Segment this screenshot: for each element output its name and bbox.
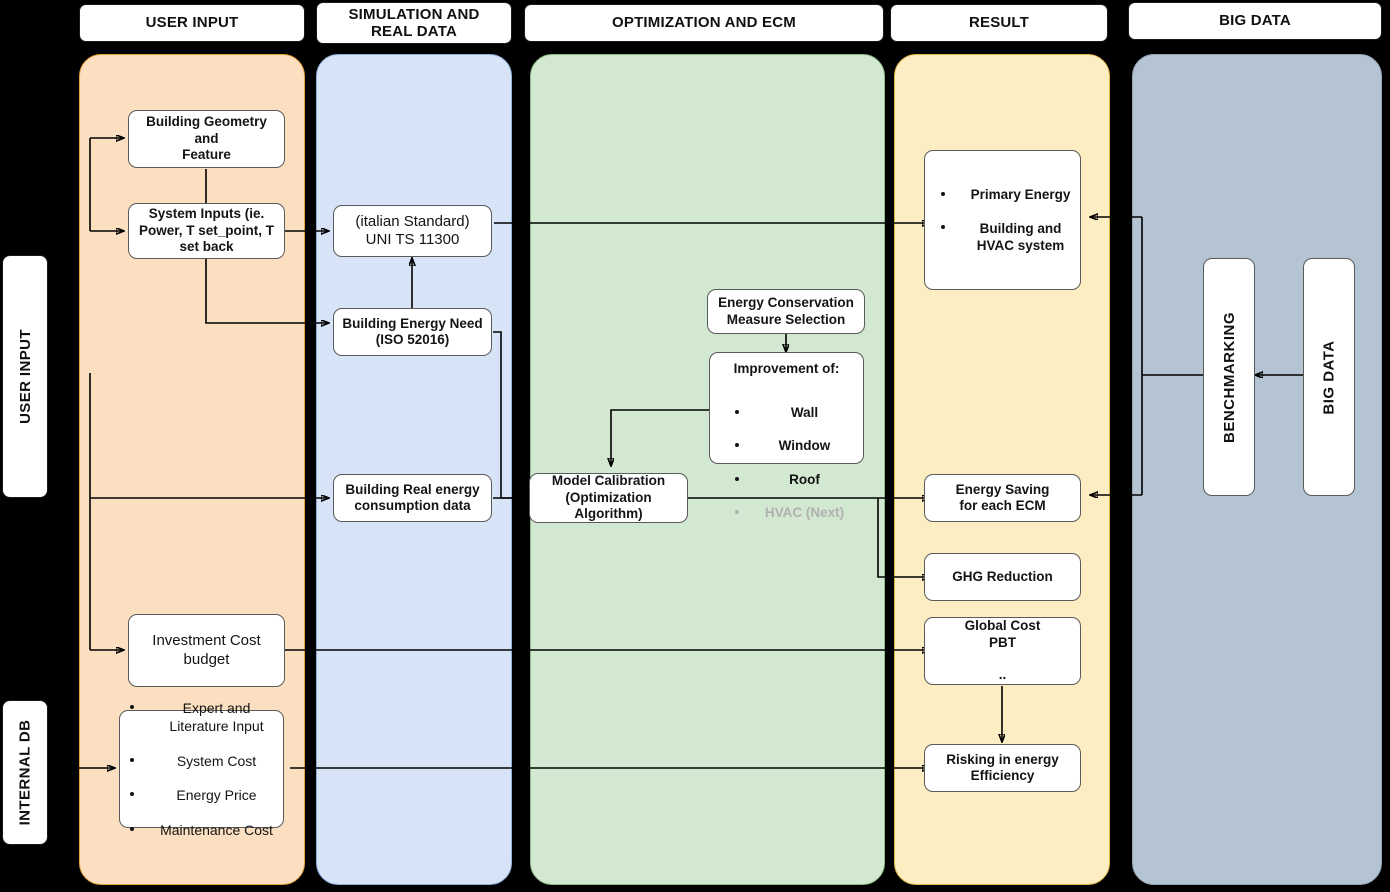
node-building-energy-need[interactable]: Building Energy Need (ISO 52016)	[333, 308, 492, 356]
node-energy-saving[interactable]: Energy Saving for each ECM	[924, 474, 1081, 522]
node-risking-energy-efficiency[interactable]: Risking in energy Efficiency	[924, 744, 1081, 792]
node-ecm-selection[interactable]: Energy Conservation Measure Selection	[707, 289, 865, 334]
list-item: Window	[734, 437, 844, 454]
column-header-user-input: USER INPUT	[79, 4, 305, 42]
bullet-icon	[130, 757, 135, 762]
bigdata-label: BIG DATA	[1320, 339, 1338, 415]
node-system-inputs[interactable]: System Inputs (ie. Power, T set_point, T…	[128, 203, 285, 259]
list-item: System Cost	[130, 752, 273, 770]
primary-energy-list: Primary Energy Building and HVAC system	[935, 170, 1071, 270]
bullet-icon	[940, 191, 945, 196]
list-item: Wall	[734, 404, 844, 421]
column-header-simulation: SIMULATION AND REAL DATA	[316, 2, 512, 44]
bullet-icon	[734, 443, 739, 448]
node-bigdata[interactable]: BIG DATA	[1303, 258, 1355, 496]
column-header-bigdata: BIG DATA	[1128, 2, 1382, 40]
list-item: Expert and Literature Input	[130, 699, 273, 735]
node-building-real-energy[interactable]: Building Real energy consumption data	[333, 474, 492, 522]
list-item: Primary Energy	[940, 186, 1070, 203]
bullet-icon	[734, 476, 739, 481]
node-benchmarking[interactable]: BENCHMARKING	[1203, 258, 1255, 496]
bullet-icon	[940, 225, 945, 230]
side-label-internal-db: INTERNAL DB	[2, 700, 48, 845]
improvement-title: Improvement of:	[733, 361, 840, 376]
node-global-cost[interactable]: Global Cost PBT ..	[924, 617, 1081, 685]
improvement-list: Wall Window Roof HVAC (Next)	[729, 387, 844, 537]
internal-db-list: Expert and Literature Input System Cost …	[130, 682, 273, 855]
bullet-icon	[130, 792, 135, 797]
list-item: Energy Price	[130, 786, 273, 804]
node-uni-ts-11300[interactable]: (italian Standard) UNI TS 11300	[333, 205, 492, 257]
node-model-calibration[interactable]: Model Calibration (Optimization Algorith…	[529, 473, 688, 523]
node-building-geometry[interactable]: Building Geometry and Feature	[128, 110, 285, 168]
side-label-user-input: USER INPUT	[2, 255, 48, 498]
node-investment-cost[interactable]: Investment Cost budget	[128, 614, 285, 687]
bullet-icon	[734, 409, 739, 414]
bullet-icon	[130, 826, 135, 831]
column-header-optimization: OPTIMIZATION AND ECM	[524, 4, 884, 42]
node-ghg-reduction[interactable]: GHG Reduction	[924, 553, 1081, 601]
list-item-disabled: HVAC (Next)	[734, 504, 844, 521]
column-header-result: RESULT	[890, 4, 1108, 42]
list-item: Roof	[734, 471, 844, 488]
lane-simulation	[316, 54, 512, 885]
lane-optimization	[530, 54, 885, 885]
list-item: Maintenance Cost	[130, 821, 273, 839]
node-improvement-of[interactable]: Improvement of: Wall Window Roof HVAC (N…	[709, 352, 864, 520]
node-internal-db-inputs[interactable]: Expert and Literature Input System Cost …	[119, 700, 284, 838]
list-item: Building and HVAC system	[940, 220, 1071, 254]
benchmarking-label: BENCHMARKING	[1220, 311, 1238, 443]
bullet-icon	[130, 704, 135, 709]
node-primary-energy[interactable]: Primary Energy Building and HVAC system	[924, 150, 1081, 290]
bullet-icon	[734, 510, 739, 514]
